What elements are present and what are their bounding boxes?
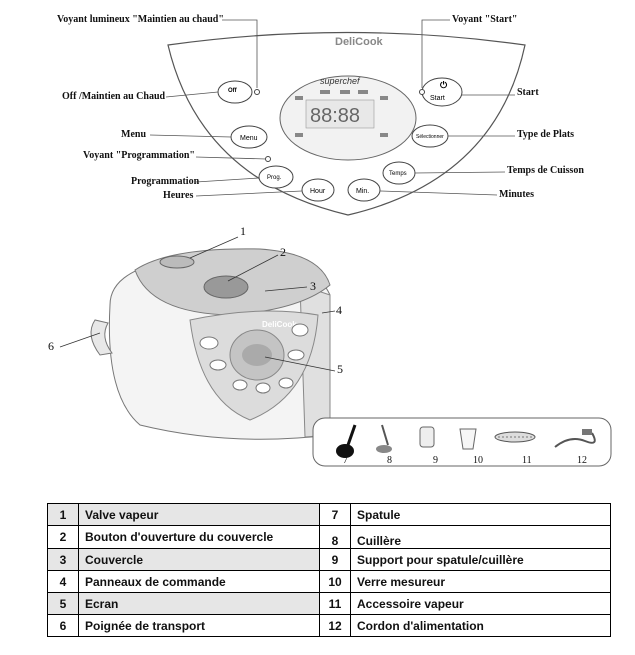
table-row: 1 Valve vapeur 7 Spatule — [47, 503, 611, 526]
ladle-icon — [376, 424, 392, 453]
accessory-label-10: 10 — [473, 455, 483, 466]
spatula-icon — [336, 424, 357, 458]
start-indicator — [419, 89, 425, 95]
table-row: 5 Ecran 11 Accessoire vapeur — [47, 592, 611, 615]
steam-tray-icon — [494, 431, 536, 443]
device-label-3: 3 — [310, 279, 316, 293]
table-row: 2 Bouton d'ouverture du couvercle 8 Cuil… — [47, 525, 611, 549]
display-digits: 88:88 — [310, 105, 360, 127]
power-cord-icon — [554, 429, 596, 448]
dish-type-button[interactable]: Sélectionner — [411, 124, 449, 148]
table-row: 4 Panneaux de commande 10 Verre mesureur — [47, 570, 611, 593]
measuring-cup-icon — [459, 428, 477, 450]
svg-text:Prog.: Prog. — [267, 175, 282, 181]
cooking-time-button[interactable]: Temps — [382, 161, 416, 185]
display-brand: superchef — [320, 76, 361, 86]
callout-off-keep-warm: Off /Maintien au Chaud — [62, 91, 166, 102]
callout-start-light: Voyant "Start" — [452, 14, 518, 25]
callout-start: Start — [517, 87, 539, 98]
program-button[interactable]: Prog. — [258, 165, 294, 189]
minutes-button[interactable]: Min. — [347, 178, 381, 202]
svg-text:Hour: Hour — [310, 188, 326, 195]
accessory-label-11: 11 — [522, 455, 532, 466]
callout-dish-type: Type de Plats — [517, 129, 575, 140]
device-label-1: 1 — [240, 224, 246, 238]
power-icon: ⏻ — [440, 80, 448, 90]
off-button[interactable]: Off — [217, 80, 253, 104]
callout-hours: Heures — [163, 190, 194, 201]
callout-program-light: Voyant "Programmation" — [83, 150, 195, 161]
callout-programming: Programmation — [131, 176, 200, 187]
accessories-box — [312, 417, 612, 467]
panel-brand: DeliCook — [335, 36, 384, 48]
accessory-label-7: 7 — [343, 455, 348, 466]
rice-cooker-illustration: DeliCook — [59, 236, 336, 440]
hours-button[interactable]: Hour — [301, 178, 335, 202]
device-brand: DeliCook — [262, 320, 297, 329]
program-indicator — [265, 156, 271, 162]
parts-table: 1 Valve vapeur 7 Spatule 2 Bouton d'ouve… — [47, 503, 611, 637]
svg-text:Sélectionner: Sélectionner — [416, 134, 444, 140]
callout-keep-warm-light: Voyant lumineux "Maintien au chaud" — [57, 14, 224, 25]
svg-text:Temps: Temps — [389, 171, 407, 177]
svg-text:Menu: Menu — [240, 135, 258, 142]
table-row: 6 Poignée de transport 12 Cordon d'alime… — [47, 614, 611, 637]
table-row: 3 Couvercle 9 Support pour spatule/cuill… — [47, 548, 611, 571]
callout-cooking-time: Temps de Cuisson — [507, 165, 584, 176]
start-button[interactable]: ⏻ Start — [421, 77, 463, 107]
svg-text:Start: Start — [430, 95, 445, 102]
control-panel-diagram: DeliCook superchef 88:88 Off ⏻ Start Men… — [149, 19, 526, 216]
device-label-4: 4 — [336, 303, 342, 317]
svg-text:Off: Off — [228, 88, 238, 94]
accessory-label-8: 8 — [387, 455, 392, 466]
holder-icon — [419, 426, 435, 448]
keep-warm-indicator — [254, 89, 260, 95]
device-label-5: 5 — [337, 362, 343, 376]
callout-menu: Menu — [121, 129, 146, 140]
menu-button[interactable]: Menu — [230, 125, 268, 149]
svg-text:Min.: Min. — [356, 188, 369, 195]
accessory-label-12: 12 — [577, 455, 587, 466]
device-label-6: 6 — [48, 339, 54, 353]
accessory-label-9: 9 — [433, 455, 438, 466]
device-label-2: 2 — [280, 245, 286, 259]
callout-minutes: Minutes — [499, 189, 534, 200]
